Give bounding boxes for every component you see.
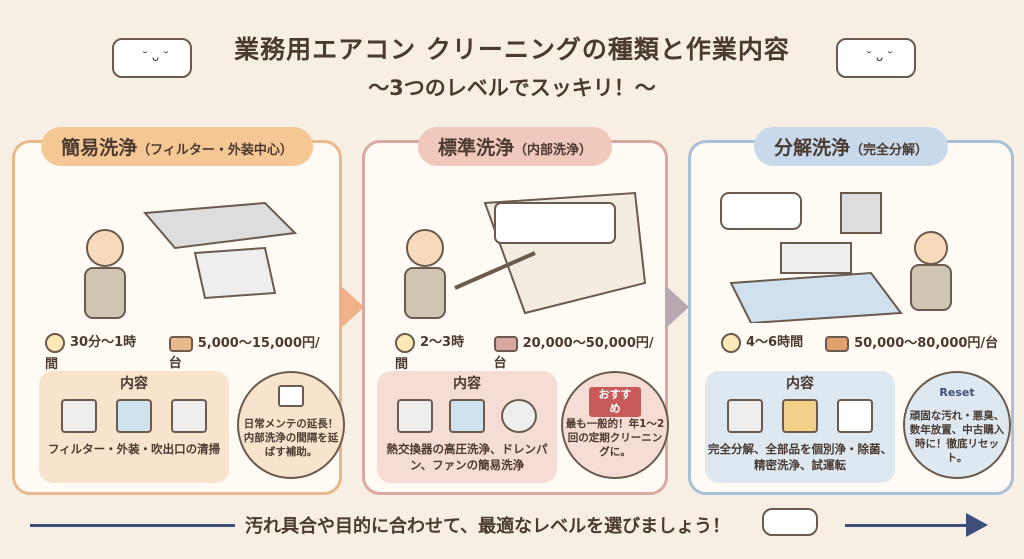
content-text: 熱交換器の高圧洗浄、ドレンパン、ファンの簡易洗浄 — [386, 442, 548, 472]
content-text: フィルター・外装・吹出口の清掃 — [47, 442, 221, 456]
price: 50,000〜80,000円/台 — [854, 336, 999, 351]
footer-line-left — [30, 524, 235, 527]
wallet-icon — [493, 335, 518, 352]
footer-arrow-icon — [966, 513, 988, 537]
content-label: 内容 — [453, 376, 481, 392]
level-info: 4〜6時間 50,000〜80,000円/台 — [721, 331, 1001, 353]
wallet-icon — [825, 335, 850, 352]
content-box: 内容フィルター・外装・吹出口の清掃 — [39, 371, 229, 483]
parts-icon — [726, 399, 763, 433]
clock-icon — [395, 332, 415, 353]
level-subtitle: （内部洗浄） — [514, 143, 593, 158]
clock-icon — [45, 332, 65, 353]
page-title: 業務用エアコン クリーニングの種類と作業内容 — [234, 35, 790, 64]
footer-line-right — [845, 524, 970, 527]
bubble-text: 最も一般的！年1〜2回の定期クリーニングに。 — [565, 418, 665, 458]
speech-bubble: おすすめ最も一般的！年1〜2回の定期クリーニングに。 — [561, 371, 669, 479]
duration: 30分〜1時間 — [45, 335, 137, 372]
calendar-icon — [278, 385, 304, 407]
aircon-mascot-left: ˘ ᴗ ˘ — [112, 38, 192, 78]
worker-disassembling-illustration — [720, 192, 952, 323]
duration: 4〜6時間 — [746, 335, 804, 350]
speech-bubble: Reset 頑固な汚れ・悪臭、数年放置、中古購入時に！徹底リセット。 — [903, 371, 1011, 479]
aircon-mascot-right: ˘ ᴗ ˘ — [836, 38, 916, 78]
speech-bubble: 日常メンテの延長！内部洗浄の間隔を延ばす補助。 — [237, 371, 345, 479]
footer-message: 汚れ具合や目的に合わせて、最適なレベルを選びましょう！ — [245, 516, 731, 537]
price: 5,000〜15,000円/台 — [168, 336, 320, 371]
arrow-right-icon — [665, 285, 689, 329]
cloth-icon — [115, 399, 152, 433]
level-subtitle: （完全分解） — [850, 143, 929, 158]
level-card-disassembly: 分解洗浄（完全分解） 4〜6時間 50,000〜80,000円/台 内容完全分解、… — [688, 127, 1014, 495]
content-box: 内容完全分解、全部品を個別浄・除菌、精密洗浄、試運転 — [705, 371, 895, 483]
content-label: 内容 — [120, 376, 148, 392]
level-title: 分解洗浄（完全分解） — [753, 127, 949, 166]
wallet-icon — [168, 335, 193, 352]
level-name: 標準洗浄 — [437, 137, 514, 159]
content-box: 内容熱交換器の高圧洗浄、ドレンパン、ファンの簡易洗浄 — [377, 371, 557, 483]
filter-icon — [60, 399, 97, 433]
bubble-text: 日常メンテの延長！内部洗浄の間隔を延ばす補助。 — [243, 418, 339, 458]
level-title: 簡易洗浄（フィルター・外装中心） — [41, 127, 313, 166]
brush-icon — [781, 399, 818, 433]
reset-icon: Reset — [939, 386, 975, 399]
level-info: 2〜3時間 20,000〜50,000円/台 — [395, 331, 655, 372]
content-label: 内容 — [786, 376, 814, 392]
fan-icon — [501, 399, 537, 433]
recommended-badge: おすすめ — [589, 387, 641, 417]
level-name: 簡易洗浄 — [61, 137, 138, 159]
bubble-text: 頑固な汚れ・悪臭、数年放置、中古購入時に！徹底リセット。 — [909, 410, 1005, 464]
worker-pressure-washing-illustration — [404, 191, 647, 319]
level-title: 標準洗浄（内部洗浄） — [417, 127, 613, 166]
level-subtitle: （フィルター・外装中心） — [137, 143, 293, 158]
content-text: 完全分解、全部品を個別浄・除菌、精密洗浄、試運転 — [708, 442, 892, 472]
page-subtitle: 〜3つのレベルでスッキリ！〜 — [368, 76, 656, 100]
level-info: 30分〜1時間 5,000〜15,000円/台 — [45, 331, 329, 372]
worker-cleaning-filter-illustration — [84, 201, 298, 319]
level-name: 分解洗浄 — [773, 137, 850, 159]
duration: 2〜3時間 — [395, 335, 465, 372]
drain-pan-icon — [449, 399, 485, 433]
aircon-mascot-footer — [762, 508, 818, 536]
arrow-right-icon — [340, 285, 364, 329]
checklist-icon — [837, 399, 874, 433]
price: 20,000〜50,000円/台 — [493, 336, 654, 371]
level-card-standard: 標準洗浄（内部洗浄） 2〜3時間 20,000〜50,000円/台 内容熱交換器の… — [362, 127, 669, 495]
vent-icon — [171, 399, 208, 433]
heat-exchanger-icon — [397, 399, 433, 433]
clock-icon — [721, 332, 741, 353]
